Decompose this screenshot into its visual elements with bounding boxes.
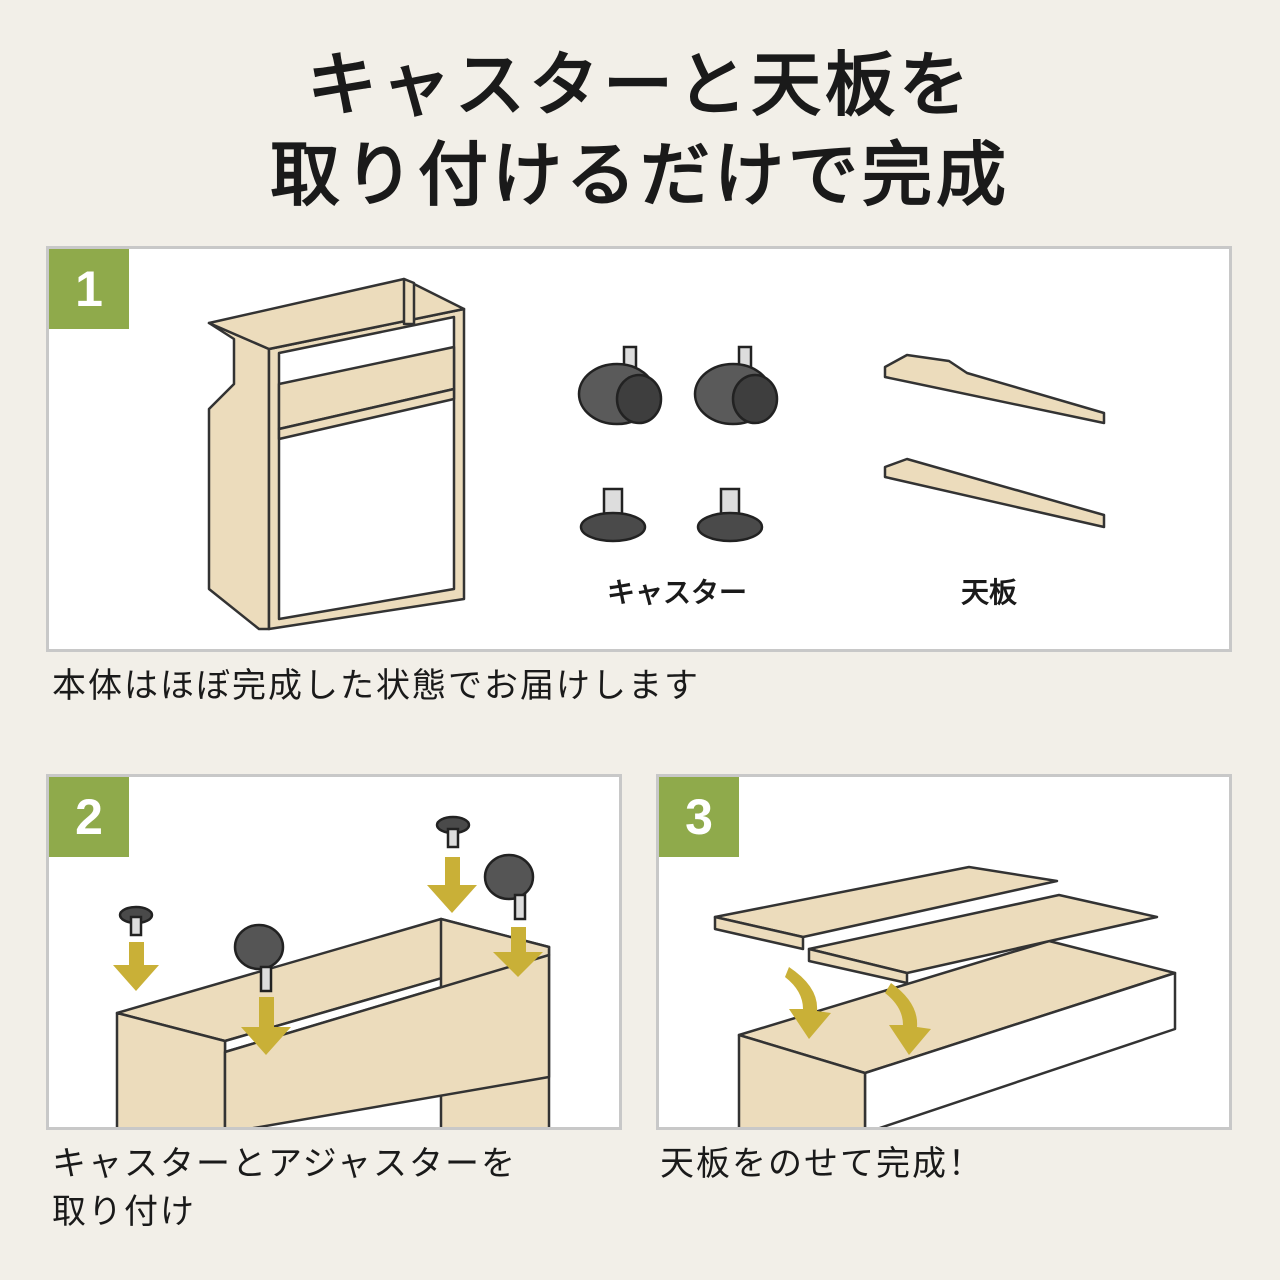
- arrow-1: [113, 942, 159, 991]
- caster-left: [233, 923, 285, 993]
- arrow-left: [785, 967, 831, 1039]
- step1-badge: 1: [49, 249, 129, 329]
- label-casters: キャスター: [607, 576, 748, 609]
- adjuster-1: [579, 487, 647, 543]
- step3-illustration: [713, 865, 1177, 1127]
- cabinet-top-edge: [207, 277, 466, 351]
- step3-caption: 天板をのせて完成！: [660, 1144, 984, 1184]
- arrow-2: [241, 997, 291, 1055]
- step2-illustration: [113, 815, 551, 1127]
- page-title: キャスターと天板を 取り付けるだけで完成: [0, 40, 1280, 220]
- step3-badge: 3: [659, 777, 739, 857]
- step1-illustration: [207, 277, 1106, 631]
- arrow-4: [493, 927, 543, 977]
- step2-caption-line-2: 取り付け: [52, 1192, 196, 1232]
- cabinet-front: [737, 1033, 867, 1127]
- cabinet-side-left: [115, 1011, 227, 1127]
- top-board-2: [883, 457, 1106, 529]
- cabinet-back-post: [402, 277, 416, 326]
- arrows: [785, 967, 931, 1055]
- adjuster-right: [435, 815, 471, 849]
- adjuster-2: [696, 487, 764, 543]
- top-board-1: [883, 353, 1106, 425]
- cabinet-floor: [223, 953, 551, 1127]
- step2-caption-line-1: キャスターとアジャスターを: [52, 1144, 517, 1184]
- step3-panel: 3: [656, 774, 1232, 1130]
- title-line-2: 取り付けるだけで完成: [270, 133, 1010, 216]
- caster-right: [483, 853, 535, 921]
- label-top-board: 天板: [961, 576, 1018, 609]
- arrow-right: [885, 983, 931, 1055]
- step1-panel: 1: [46, 246, 1232, 652]
- step2-panel: 2: [46, 774, 622, 1130]
- cabinet-side-panel: [207, 321, 271, 631]
- title-line-1: キャスターと天板を: [307, 43, 973, 126]
- step1-caption: 本体はほぼ完成した状態でお届けします: [52, 666, 700, 706]
- adjuster-left: [118, 905, 154, 937]
- caster-wheel-2: [693, 345, 779, 426]
- caster-wheel-1: [577, 345, 663, 426]
- step2-badge: 2: [49, 777, 129, 857]
- step2-caption: キャスターとアジャスターを 取り付け: [52, 1140, 517, 1236]
- arrow-3: [427, 857, 477, 913]
- arrows: [113, 857, 543, 1055]
